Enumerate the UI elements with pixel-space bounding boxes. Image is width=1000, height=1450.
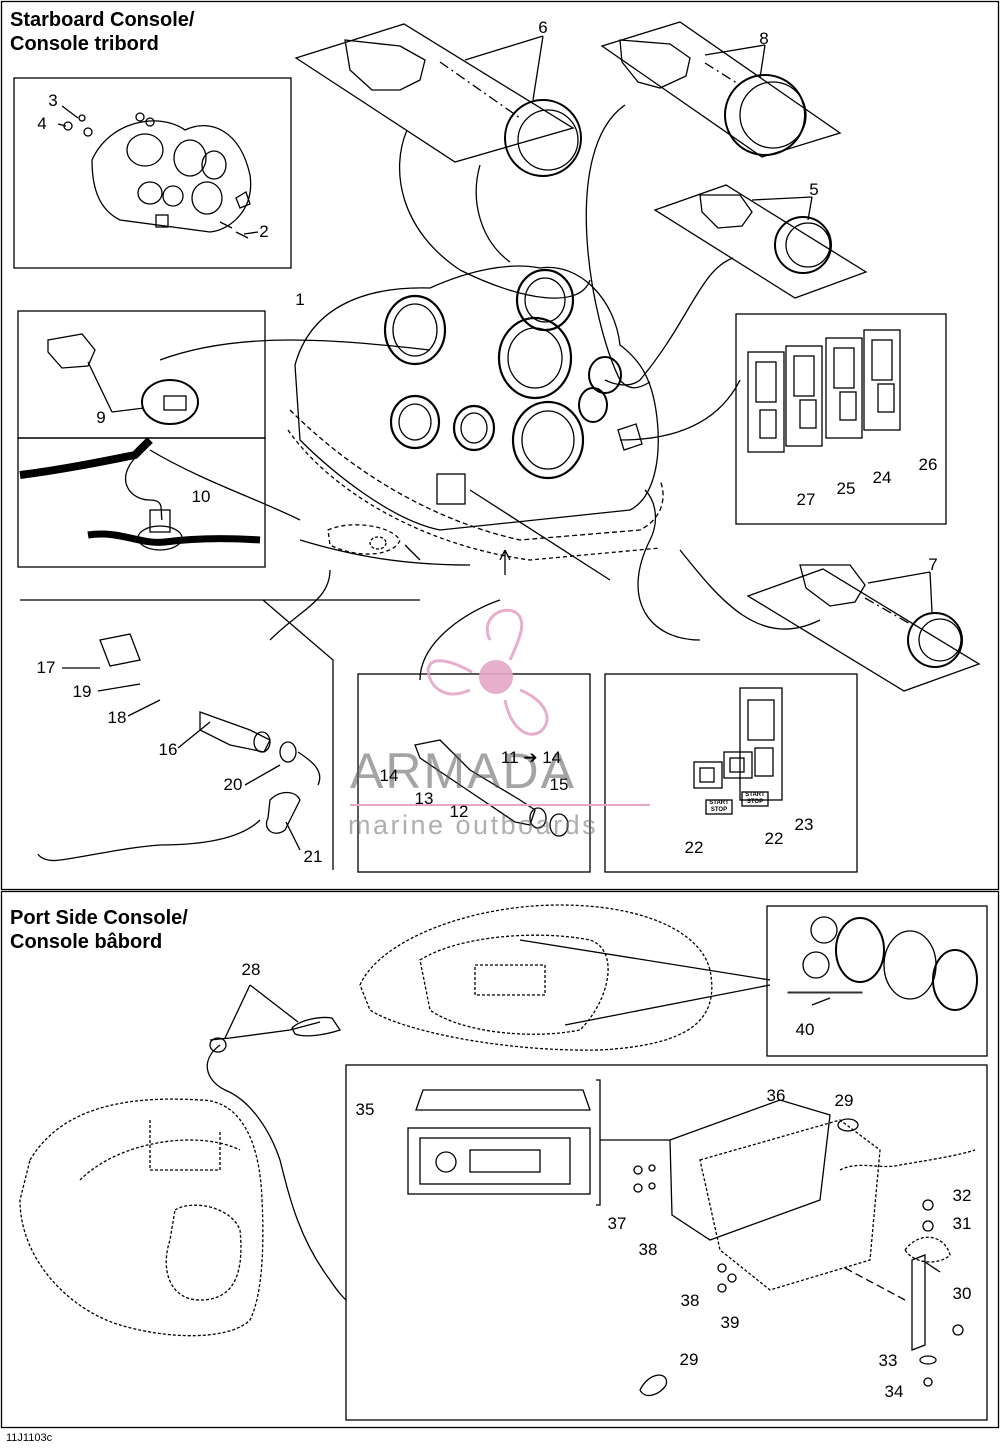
callout-17: 17 (36, 658, 56, 677)
port-title: Port Side Console/ Console bâbord (10, 906, 188, 954)
callout-29a: 29 (834, 1091, 854, 1110)
callout-7: 7 (928, 555, 938, 574)
inset-parts-11-15 (357, 673, 591, 873)
callout-33: 33 (878, 1351, 898, 1370)
starboard-title: Starboard Console/ Console tribord (10, 8, 194, 56)
frame-parts-16-21 (20, 599, 334, 870)
inset-connector-10 (17, 437, 266, 568)
inset-speaker-40 (766, 905, 988, 1057)
callout-31: 31 (952, 1214, 972, 1233)
panel-gauge-8 (600, 21, 842, 158)
callout-6: 6 (538, 18, 548, 37)
inset-gauge-9 (17, 310, 266, 439)
callout-32: 32 (952, 1186, 972, 1205)
callout-14: 14 (379, 766, 399, 785)
callout-19: 19 (72, 682, 92, 701)
callout-22a: 22 (684, 838, 704, 857)
callout-34: 34 (884, 1382, 904, 1401)
port-title-fr: Console bâbord (10, 931, 163, 953)
callout-40: 40 (795, 1020, 815, 1039)
callout-10: 10 (191, 487, 211, 506)
callout-30: 30 (952, 1284, 972, 1303)
callout-23: 23 (794, 815, 814, 834)
callout-4: 4 (37, 114, 47, 133)
callout-35: 35 (355, 1100, 375, 1119)
inset-switches-24-27 (735, 313, 947, 525)
callout-28: 28 (241, 960, 261, 979)
panel-gauge-7 (746, 568, 981, 692)
callout-25: 25 (836, 479, 856, 498)
callout-5: 5 (809, 180, 819, 199)
starboard-frame (0, 0, 1000, 891)
inset-switches-22-23 (604, 673, 858, 873)
callout-38b: 38 (680, 1291, 700, 1310)
port-frame (0, 890, 1000, 1429)
watermark-hub (479, 660, 513, 694)
inset-radio-35-39 (345, 1064, 988, 1421)
callout-11-14: 11 ➔ 14 (500, 748, 562, 767)
callout-29b: 29 (679, 1350, 699, 1369)
callout-9: 9 (96, 408, 106, 427)
starboard-title-fr: Console tribord (10, 33, 159, 55)
diagram-code: 11J1103c (6, 1432, 53, 1444)
callout-1: 1 (295, 290, 305, 309)
port-title-en: Port Side Console/ (10, 907, 188, 929)
callout-16: 16 (158, 740, 178, 759)
console-main-body (294, 265, 659, 531)
start-stop-label-2: START STOP (745, 792, 765, 805)
watermark-name: ARMADA (350, 743, 576, 799)
callout-36: 36 (766, 1086, 786, 1105)
callout-3: 3 (48, 91, 58, 110)
panel-gauge-5 (653, 184, 868, 299)
callout-37: 37 (607, 1214, 627, 1233)
callout-12: 12 (449, 802, 469, 821)
callout-2: 2 (259, 222, 269, 241)
callout-21: 21 (303, 847, 323, 866)
callout-38a: 38 (638, 1240, 658, 1259)
callout-27: 27 (796, 490, 816, 509)
callout-8: 8 (759, 29, 769, 48)
inset-bezel (13, 77, 292, 269)
callout-24: 24 (872, 468, 892, 487)
callout-15: 15 (549, 775, 569, 794)
callout-39: 39 (720, 1313, 740, 1332)
callout-20: 20 (223, 775, 243, 794)
starboard-title-en: Starboard Console/ (10, 9, 195, 31)
callout-18: 18 (107, 708, 127, 727)
callout-22b: 22 (764, 829, 784, 848)
callout-13: 13 (414, 789, 434, 808)
watermark-tagline: marine outboards (348, 810, 599, 840)
start-stop-label-1: START STOP (709, 800, 729, 813)
watermark-propeller (426, 608, 549, 736)
callout-26: 26 (918, 455, 938, 474)
panel-gauge-6 (294, 23, 575, 163)
